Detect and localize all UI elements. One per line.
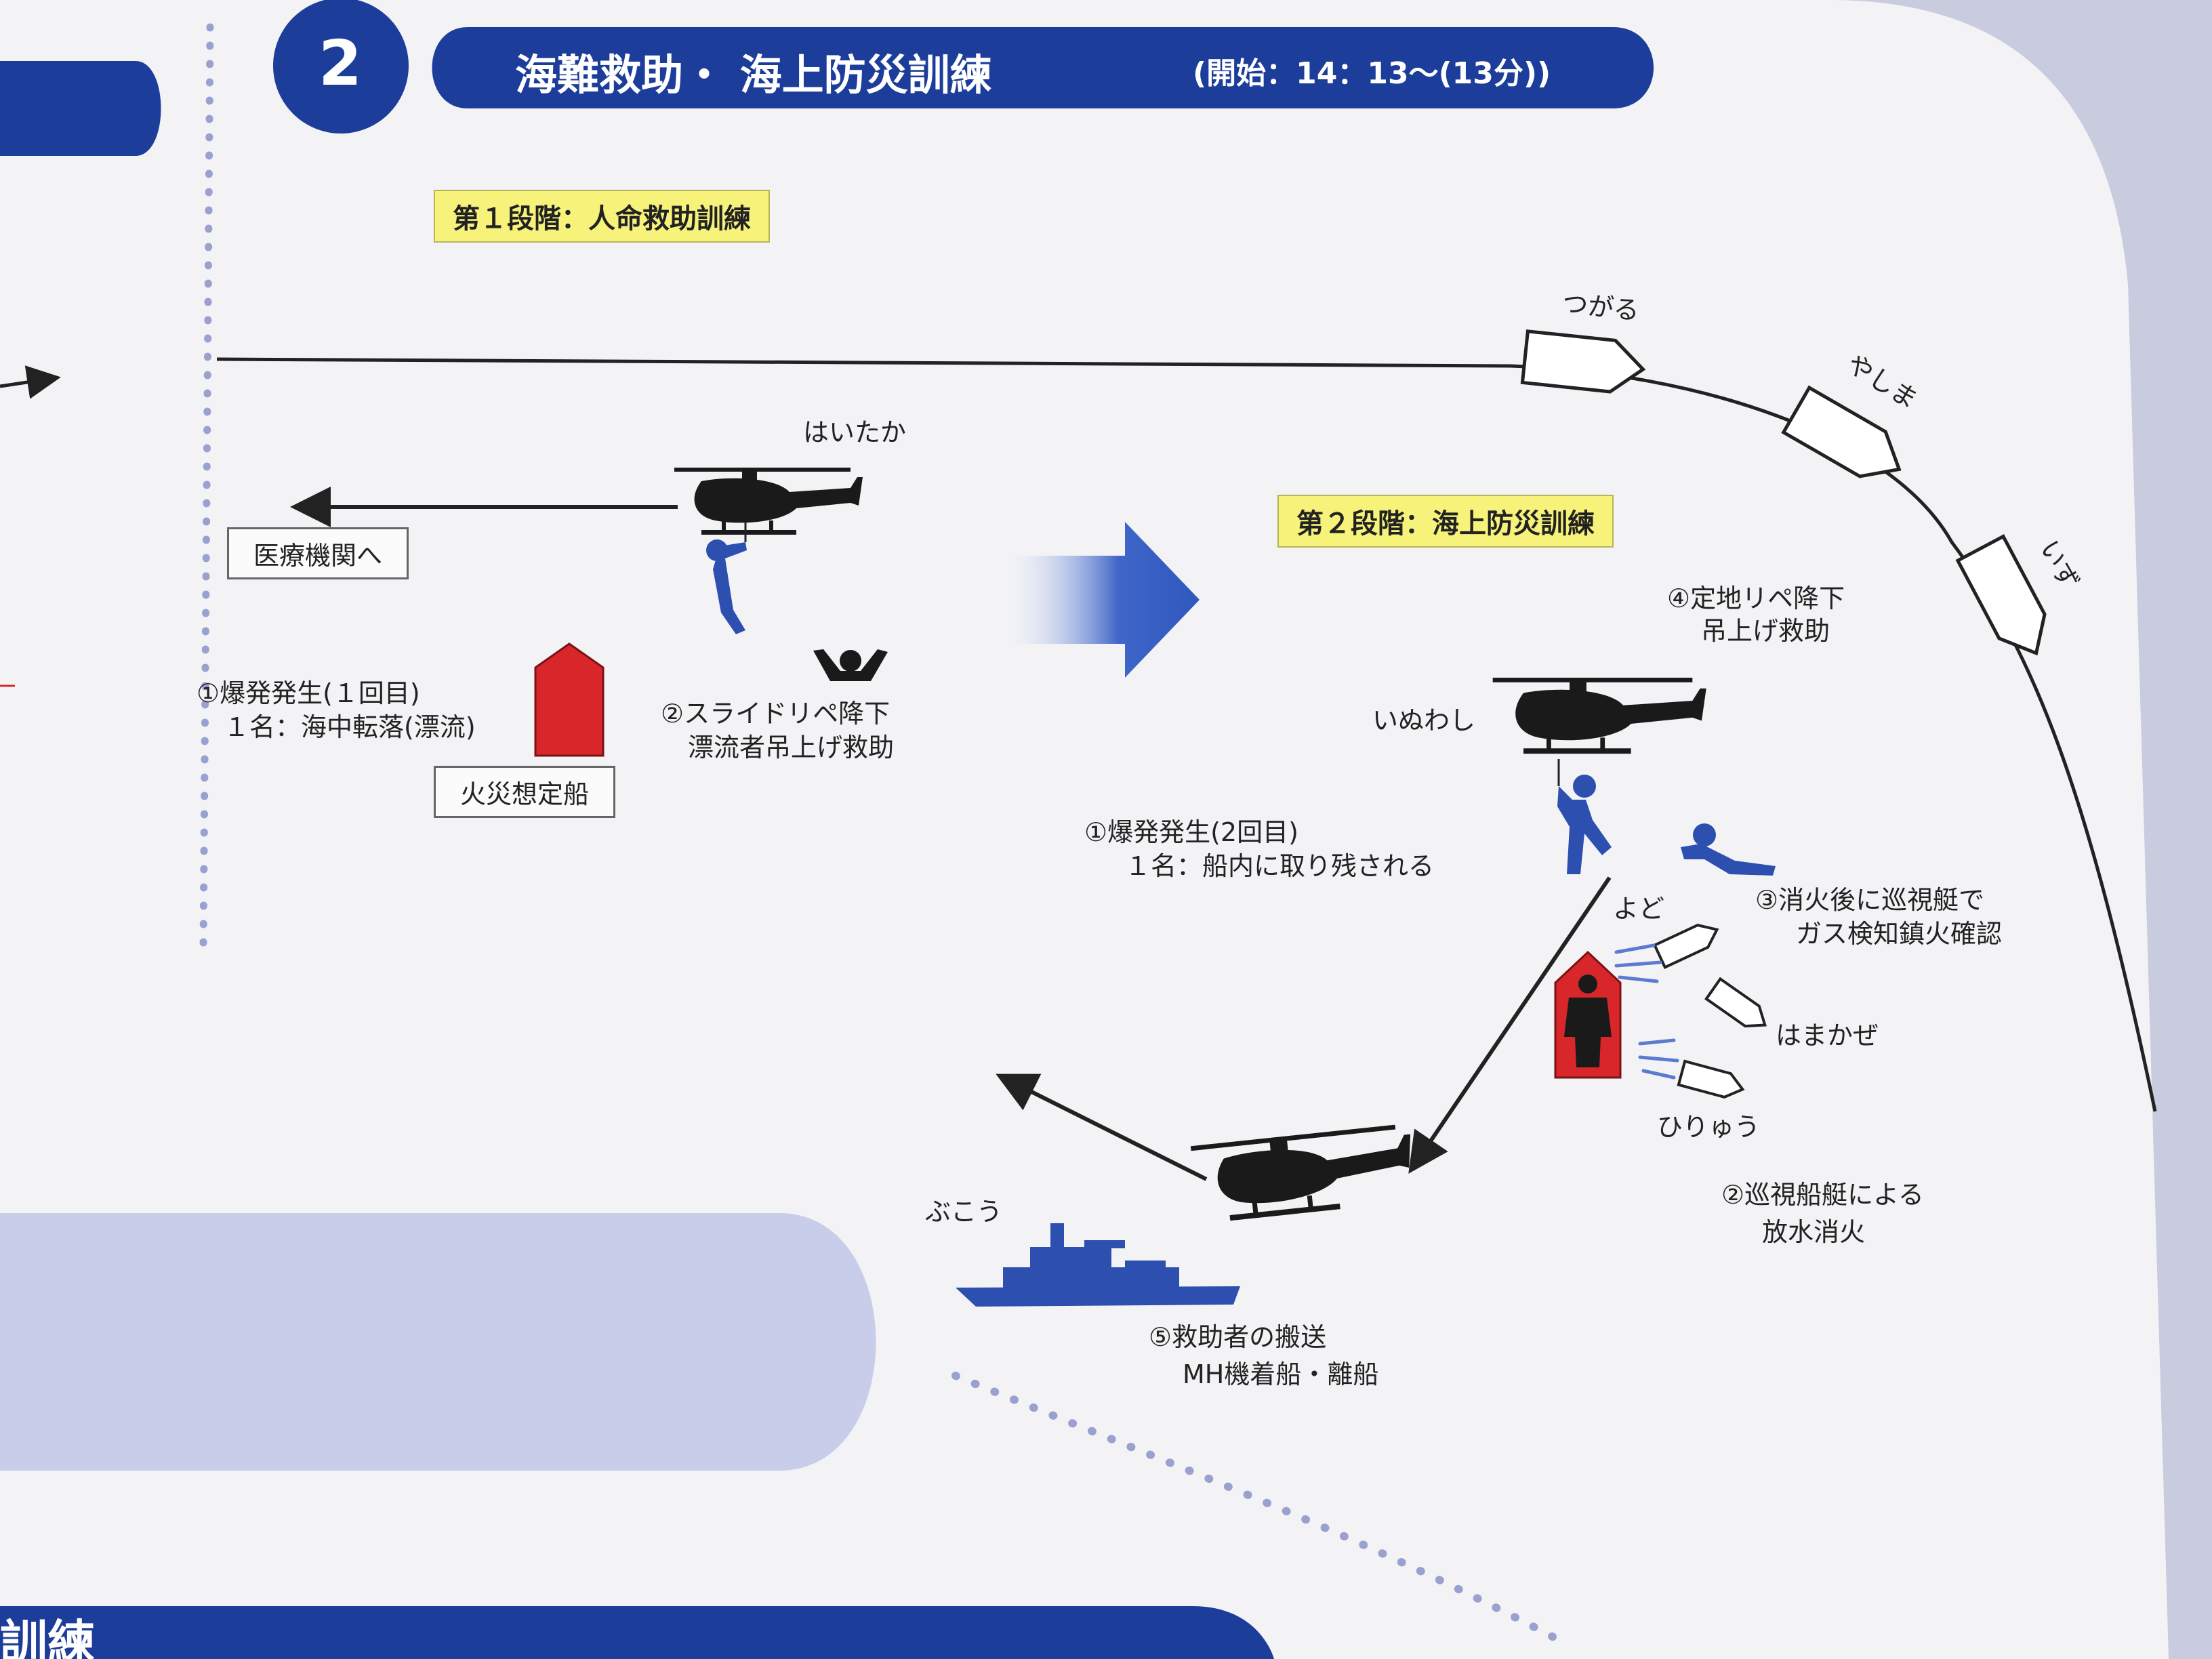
stage1-event1-line2: １名：海中転落(漂流) — [224, 712, 476, 742]
dotted-divider — [199, 23, 214, 953]
stage1-tag: 第１段階：人命救助訓練 — [434, 190, 770, 243]
patrol-boat-hamakaze-icon — [1704, 977, 1767, 1028]
patrol-boat-yodo-icon — [1652, 924, 1719, 969]
stage1-step2-line2: 漂流者吊上げ救助 — [688, 733, 895, 762]
header-bar — [432, 27, 1654, 108]
patrol-boat-hiryu-icon — [1677, 1059, 1745, 1099]
stage2-event1-line1: ①爆発発生(2回目) — [1084, 817, 1298, 847]
bottom-header-bar — [0, 1606, 1274, 1659]
header-time: (開始：14：13〜(13分)) — [1193, 56, 1551, 91]
stage2-step4-line1: ④定地リペ降下 — [1667, 583, 1845, 613]
fire-ship-label-box: 火災想定船 — [434, 766, 616, 818]
stage2-step5-line2: MH機着船・離船 — [1183, 1359, 1379, 1389]
fire-ship-icon — [534, 642, 605, 757]
gas-check-person-icon — [1681, 823, 1776, 876]
arrow-to-mh — [1408, 876, 1612, 1174]
medical-destination-box: 医療機関へ — [227, 527, 409, 579]
header-title: 海難救助・ 海上防災訓練 — [515, 50, 992, 100]
stage2-step3-line1: ③消火後に巡視艇で — [1755, 885, 1985, 915]
ship-izu — [1955, 534, 2047, 656]
patrol-boat-hiryu-label: ひりゅう — [1657, 1112, 1761, 1142]
left-blue-tab — [0, 61, 161, 156]
stage1-step2-line1: ②スライドリペ降下 — [661, 699, 890, 729]
stage2-step3-line2: ガス検知鎮火確認 — [1796, 919, 2003, 949]
fire-ship-stage2-icon — [1554, 950, 1622, 1079]
ship-yashima — [1781, 385, 1902, 478]
svg-text:訓練: 訓練 — [0, 1615, 95, 1659]
stage2-step2-line2: 放水消火 — [1762, 1217, 1866, 1247]
helicopter-inuwashi-label: いぬわし — [1372, 705, 1476, 735]
stage2-event1-line2: １名：船内に取り残される — [1125, 851, 1435, 881]
warship-bukou-icon — [956, 1223, 1240, 1307]
arrow-away — [996, 1073, 1208, 1181]
stage-transition-arrow — [996, 522, 1200, 678]
rescuer-stage2-icon — [1557, 759, 1612, 874]
stage2-step5-line1: ⑤救助者の搬送 — [1149, 1322, 1327, 1352]
water-spray-lines — [1614, 943, 1679, 1080]
stage2-step2-line1: ②巡視船艇による — [1721, 1180, 1924, 1210]
header-number-circle — [273, 0, 409, 134]
patrol-boat-hamakaze-label: はまかぜ — [1776, 1021, 1879, 1050]
rescuer-hanging-icon — [706, 522, 747, 634]
drifting-person-icon — [813, 649, 888, 681]
patrol-boat-yodo-label: よど — [1613, 894, 1665, 924]
stage1-event1-line1: ①爆発発生(１回目) — [197, 678, 420, 708]
route-line — [216, 357, 2157, 1112]
warship-bukou-label: ぶこう — [925, 1197, 1003, 1227]
stage2-tag: 第２段階：海上防災訓練 — [1277, 495, 1614, 548]
helicopter-haitaka-label: はいたか — [803, 417, 907, 447]
ship-tsugaru — [1520, 329, 1646, 394]
header-number: 2 — [319, 27, 363, 100]
stage2-step4-line2: 吊上げ救助 — [1701, 616, 1830, 646]
lower-panel — [0, 1213, 876, 1471]
left-edge-arrow — [0, 365, 61, 399]
